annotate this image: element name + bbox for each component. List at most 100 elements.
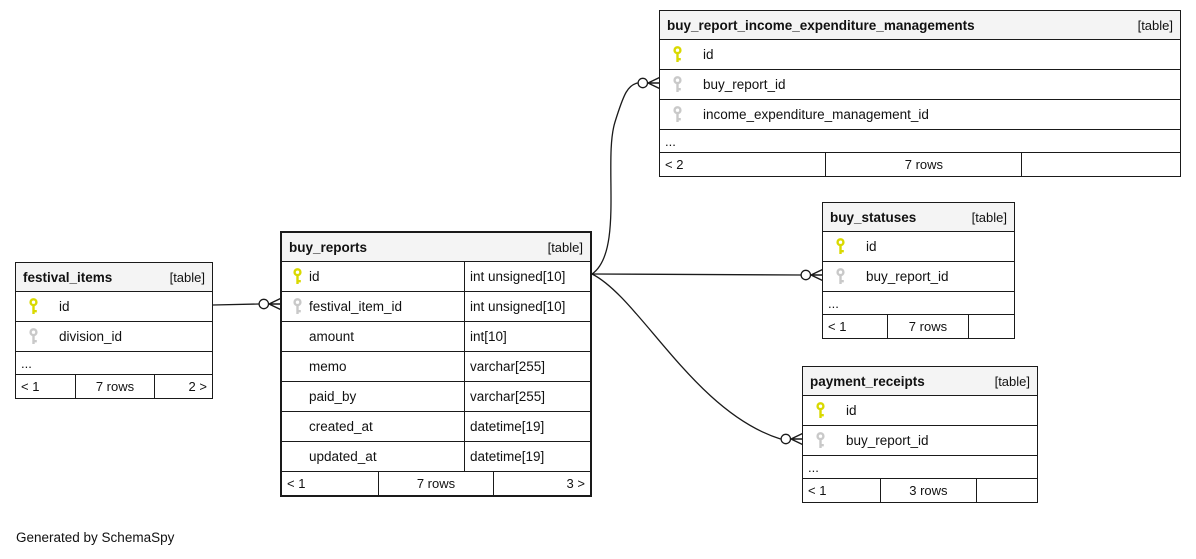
table-name[interactable]: buy_statuses: [830, 209, 917, 225]
table-buy_report_income_expenditure_managements[interactable]: buy_report_income_expenditure_management…: [659, 10, 1181, 177]
relationship-buy_reports.id-to-buy_statuses.buy_report_id: [591, 268, 823, 282]
key-icon-cell: [823, 238, 866, 255]
column-name: id: [866, 239, 877, 254]
column-name: buy_report_id: [703, 77, 786, 92]
key-icon-cell: [282, 298, 309, 315]
table-footer: < 2 7 rows: [660, 152, 1180, 176]
table-name[interactable]: festival_items: [23, 269, 113, 285]
table-header: buy_report_income_expenditure_management…: [660, 11, 1180, 39]
table-name[interactable]: buy_report_income_expenditure_management…: [667, 17, 975, 33]
footer-children-indicator: [969, 315, 1014, 338]
column-name: memo: [309, 359, 347, 374]
foreign-key-icon: [293, 298, 302, 314]
column-row-created_at: created_at datetime[19]: [282, 411, 590, 441]
primary-key-icon: [293, 268, 302, 284]
column-name-cell: division_id: [16, 322, 212, 351]
column-name-cell: updated_at: [282, 442, 464, 471]
column-type: int unsigned[10]: [464, 262, 590, 291]
column-name-cell: id: [823, 232, 1014, 261]
column-name: id: [703, 47, 714, 62]
column-name: buy_report_id: [866, 269, 949, 284]
crow-foot-marker: [647, 76, 660, 90]
table-footer: < 1 7 rows 3 >: [282, 471, 590, 495]
truncated-columns-row: ...: [16, 351, 212, 374]
footer-children-indicator: 3 >: [566, 476, 585, 491]
column-name-cell: memo: [282, 352, 464, 381]
truncated-columns-row: ...: [660, 129, 1180, 152]
column-name: created_at: [309, 419, 373, 434]
table-header: buy_statuses [table]: [823, 203, 1014, 231]
row-count: 7 rows: [887, 315, 969, 338]
row-count: 7 rows: [825, 153, 1023, 176]
key-icon-cell: [823, 268, 866, 285]
row-count: 7 rows: [377, 472, 495, 495]
column-row-paid_by: paid_by varchar[255]: [282, 381, 590, 411]
column-name-cell: id: [803, 396, 1037, 425]
column-row-memo: memo varchar[255]: [282, 351, 590, 381]
column-row-buy_report_id: buy_report_id: [660, 69, 1180, 99]
relationship-buy_reports.id-to-buy_report_income_expenditure_managements.buy_report_id: [591, 76, 660, 275]
relationship-edge: [212, 303, 259, 306]
relationship-edge: [591, 82, 638, 275]
table-name[interactable]: buy_reports: [289, 239, 368, 255]
table-header: payment_receipts [table]: [803, 367, 1037, 395]
column-row-buy_report_id: buy_report_id: [823, 261, 1014, 291]
column-type: datetime[19]: [464, 412, 590, 441]
generated-by-note: Generated by SchemaSpy: [16, 530, 175, 545]
table-tag: [table]: [994, 373, 1030, 389]
table-tag: [table]: [971, 209, 1007, 225]
column-name-cell: buy_report_id: [823, 262, 1014, 291]
column-name-cell: festival_item_id: [282, 292, 464, 321]
relationship-edge: [591, 273, 781, 440]
table-tag: [table]: [169, 269, 205, 285]
primary-key-icon: [816, 402, 825, 418]
primary-key-icon: [673, 46, 682, 62]
relationship-edge: [591, 273, 801, 276]
key-icon-cell: [282, 268, 309, 285]
column-type: varchar[255]: [464, 382, 590, 411]
crow-foot-marker: [810, 268, 823, 282]
column-row-id: id: [660, 39, 1180, 69]
footer-parents-indicator: < 1: [21, 379, 40, 394]
column-name: income_expenditure_management_id: [703, 107, 929, 122]
column-name-cell: id: [660, 40, 1180, 69]
table-name[interactable]: payment_receipts: [810, 373, 925, 389]
footer-children-indicator: [977, 479, 1037, 502]
table-tag: [table]: [1137, 17, 1173, 33]
foreign-key-icon: [29, 328, 38, 344]
column-name: amount: [309, 329, 355, 344]
foreign-key-icon: [673, 106, 682, 122]
column-name: festival_item_id: [309, 299, 403, 314]
foreign-key-icon: [816, 432, 825, 448]
crow-foot-marker: [268, 297, 281, 311]
footer-parents-indicator: < 1: [287, 476, 306, 491]
column-row-id: id: [16, 291, 212, 321]
key-icon-cell: [660, 106, 703, 123]
key-icon-cell: [660, 46, 703, 63]
relationship-buy_reports.id-to-payment_receipts.buy_report_id: [591, 273, 803, 446]
column-name-cell: income_expenditure_management_id: [660, 100, 1180, 129]
column-type: varchar[255]: [464, 352, 590, 381]
column-name: buy_report_id: [846, 433, 929, 448]
column-name: updated_at: [309, 449, 377, 464]
primary-key-icon: [836, 238, 845, 254]
column-name: paid_by: [309, 389, 357, 404]
column-name-cell: buy_report_id: [660, 70, 1180, 99]
footer-parents-indicator: < 2: [665, 157, 684, 172]
primary-key-icon: [29, 298, 38, 314]
footer-children-indicator: [1022, 153, 1180, 176]
column-name-cell: id: [282, 262, 464, 291]
column-name: id: [59, 299, 70, 314]
column-name: division_id: [59, 329, 123, 344]
table-tag: [table]: [547, 239, 583, 255]
